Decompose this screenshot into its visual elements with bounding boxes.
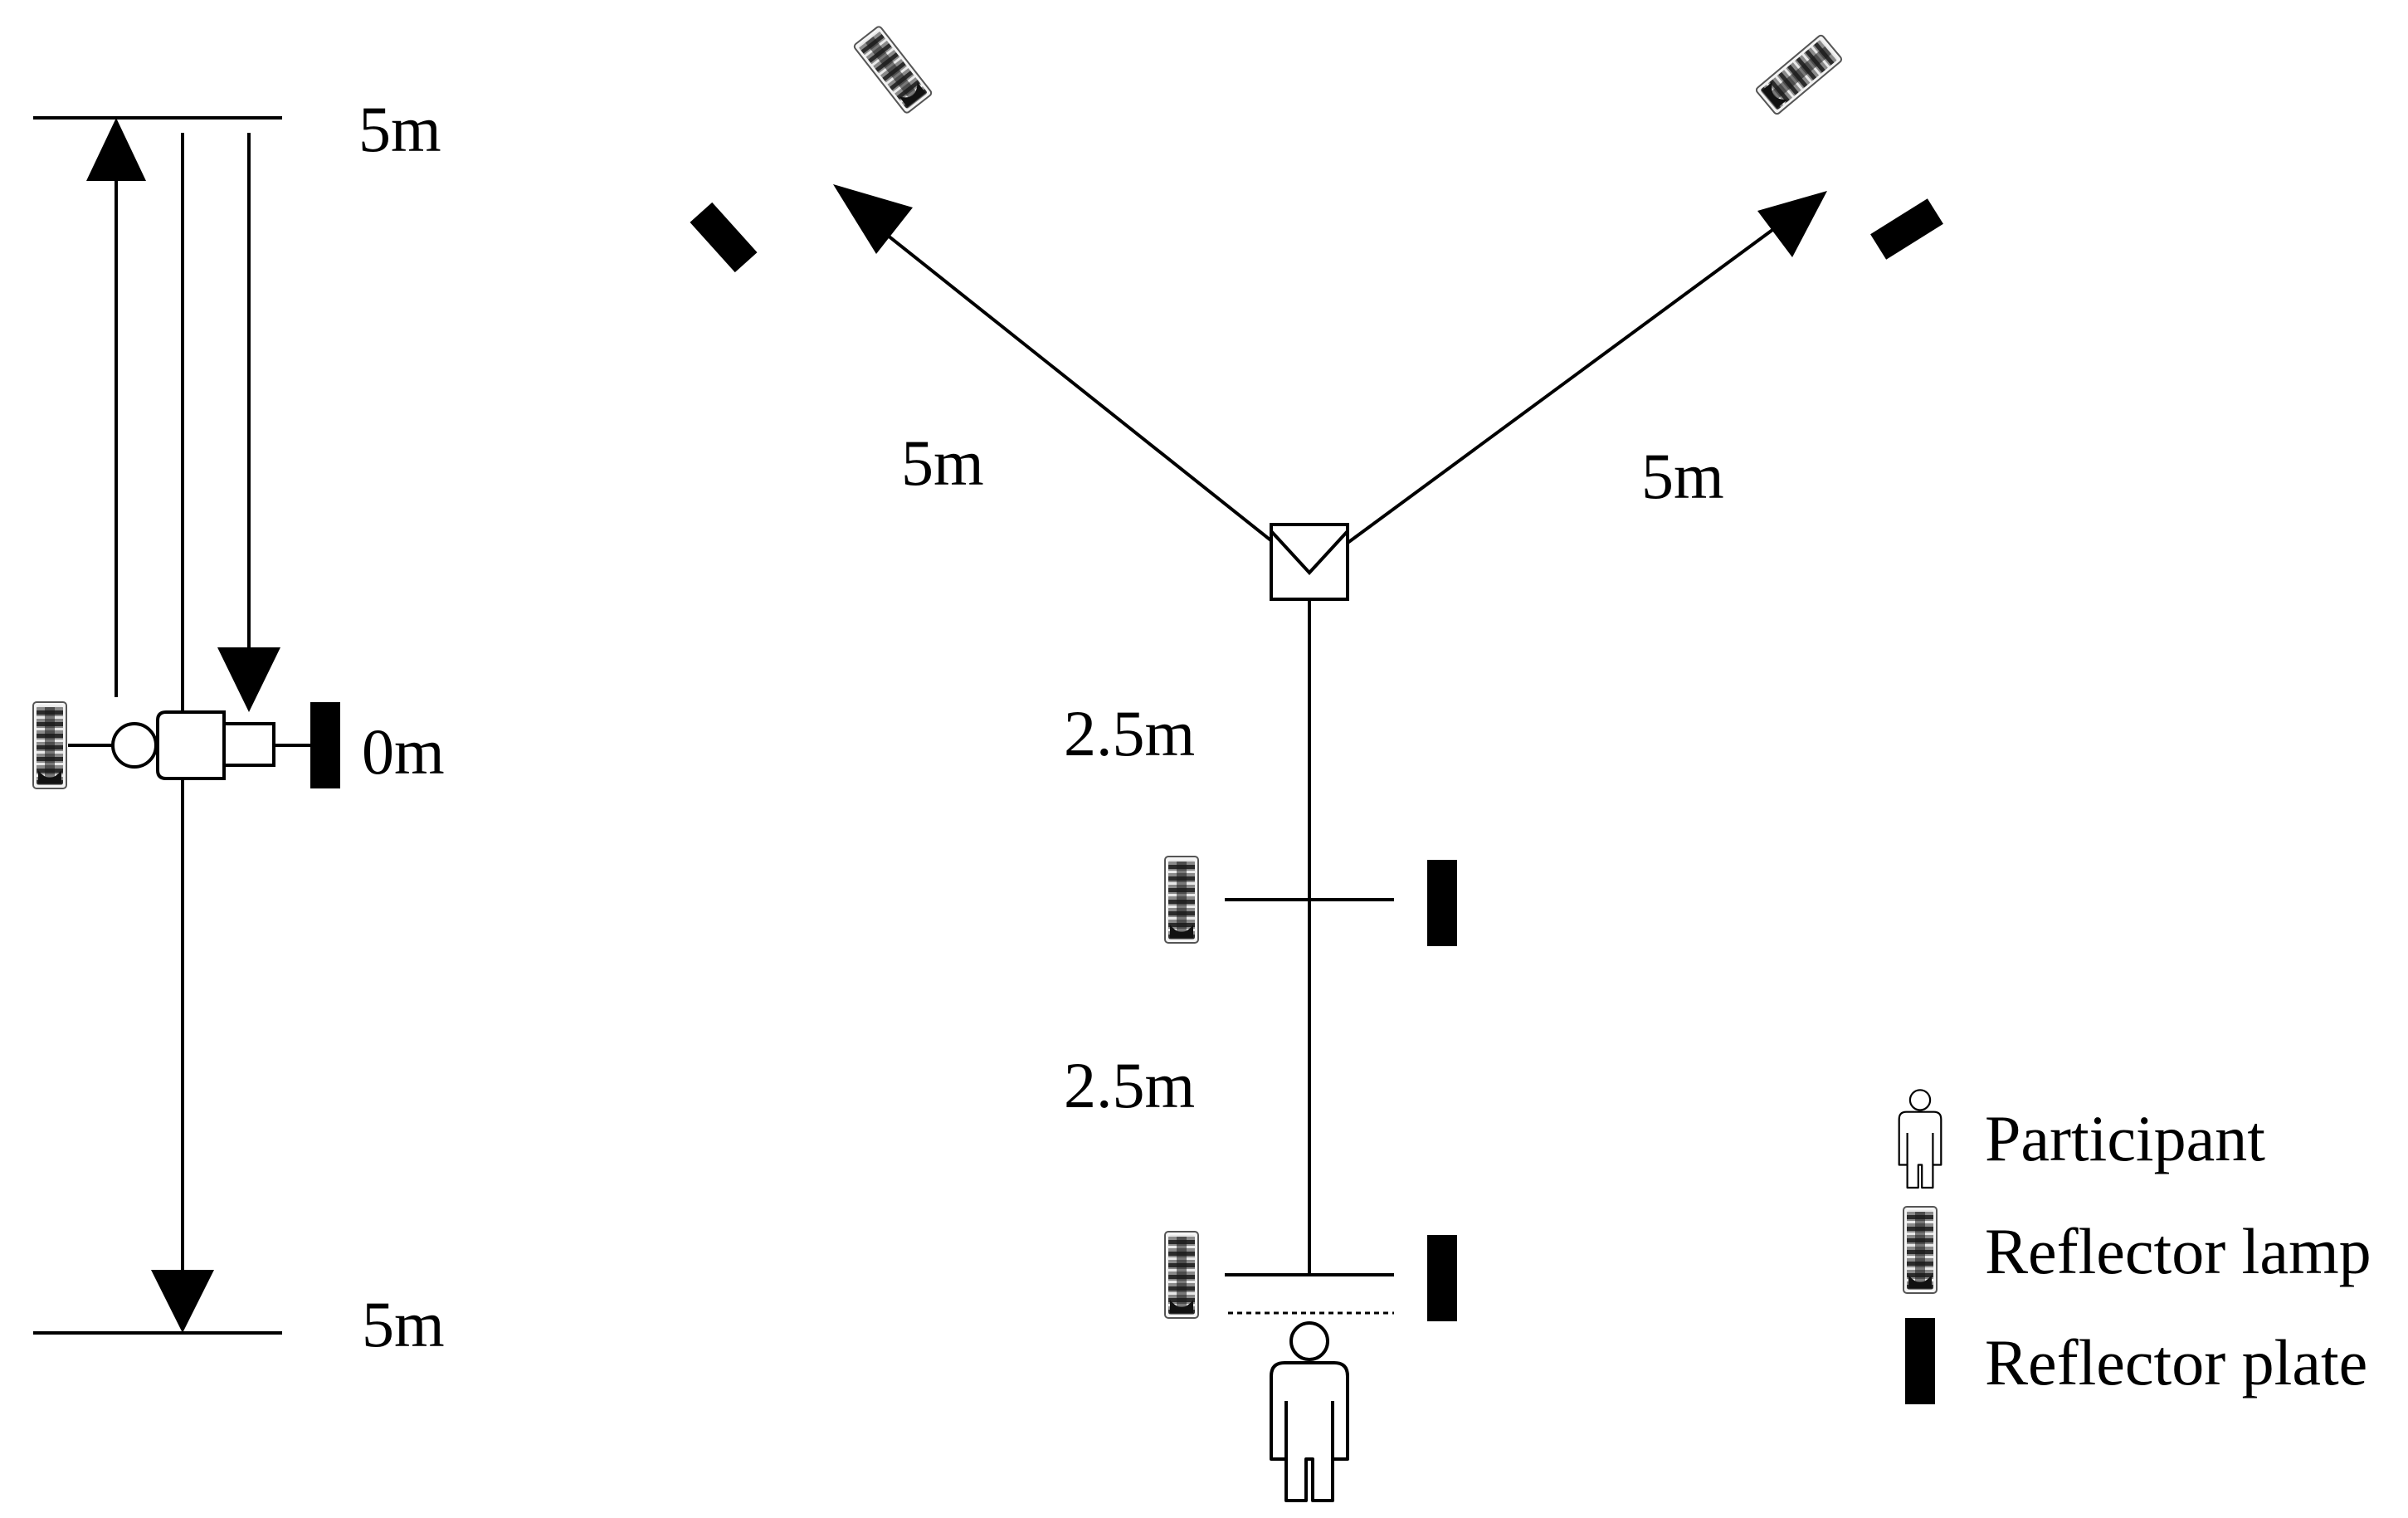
bottom-arrowhead [151,1270,214,1333]
legend-reflector-lamp-label: Reflector lamp [1985,1215,2371,1287]
right-branch-distance-label: 5m [1641,440,1724,512]
left-reflector-plate-icon [310,702,340,788]
middle-reflector-lamp-icon [1164,856,1199,944]
participant-body-top-view-icon [156,710,275,780]
forward-arrowhead [86,118,146,181]
left-branch-line [853,207,1311,573]
left-bottom-distance-label: 5m [362,1288,445,1360]
return-arrowhead [217,647,280,712]
upper-stem-distance-label: 2.5m [1064,697,1195,769]
start-reflector-lamp-icon [1164,1231,1199,1319]
right-diagram: 5m 5m 2.5m 2.5m [690,24,1943,1502]
left-branch-distance-label: 5m [901,427,984,499]
participant-icon [1270,1321,1349,1502]
top-right-reflector-plate-icon [1870,198,1943,260]
lower-stem-distance-label: 2.5m [1064,1049,1195,1121]
legend-participant-label: Participant [1985,1102,2265,1174]
middle-reflector-plate-icon [1427,860,1457,946]
right-branch-line [1308,207,1802,573]
start-reflector-plate-icon [1427,1235,1457,1321]
left-start-distance-label: 0m [362,715,445,788]
legend-reflector-lamp-icon [1903,1206,1938,1294]
top-left-reflector-lamp-icon [852,24,933,115]
top-right-reflector-lamp-icon [1754,33,1844,116]
left-reflector-lamp-icon [32,701,67,789]
left-top-distance-label: 5m [358,93,441,165]
legend-reflector-plate-icon [1905,1318,1935,1404]
top-left-reflector-plate-icon [690,202,758,273]
turning-point-v [1270,530,1349,575]
left-diagram: 5m 0m 5m [32,93,445,1360]
legend-participant-icon [1898,1089,1942,1189]
participant-head-top-view-icon [111,722,158,769]
legend-reflector-plate-label: Reflector plate [1985,1326,2367,1398]
legend: Participant Reflector lamp Reflector pla… [1898,1089,2371,1404]
left-branch-arrowhead [833,184,913,254]
right-branch-arrowhead [1757,191,1827,257]
turning-point-box [1270,523,1349,601]
